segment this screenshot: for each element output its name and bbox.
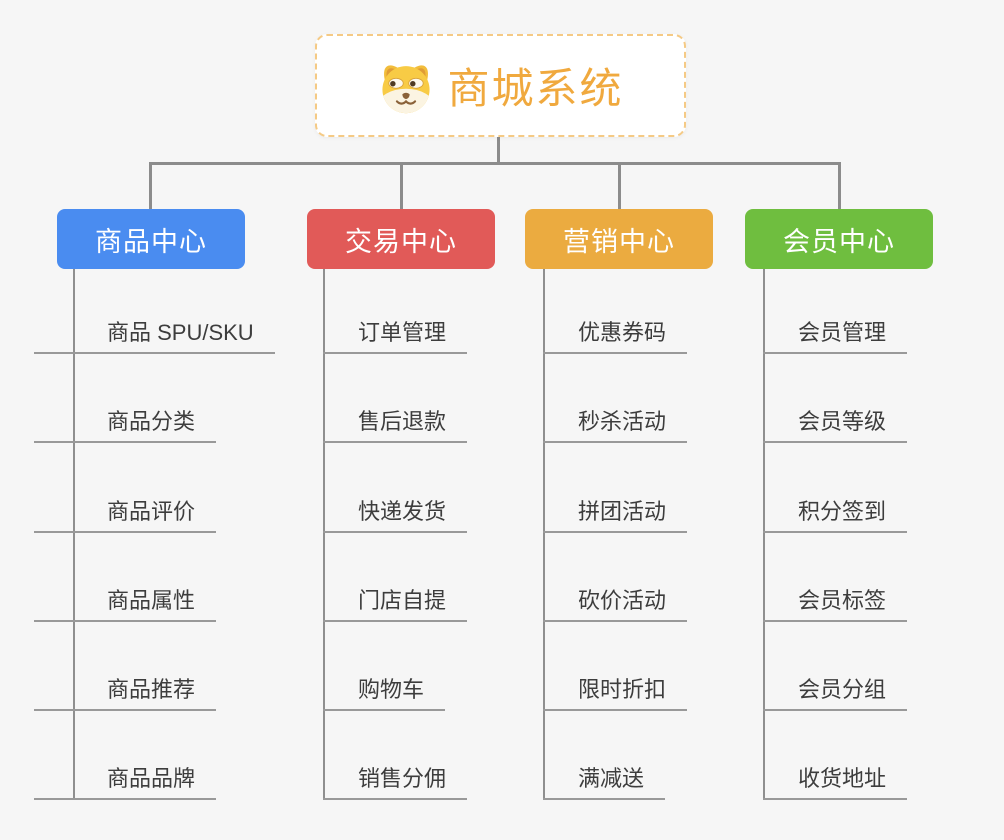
leaf-label: 会员分组 <box>798 676 887 702</box>
leaf-item[interactable]: 商品分类 <box>34 354 217 444</box>
trunk-member-center <box>763 269 765 800</box>
leaf-label: 满减送 <box>578 766 645 792</box>
trunk-trade-center <box>323 269 325 800</box>
trunk-product-center <box>73 269 75 800</box>
leaf-label: 快递发货 <box>358 498 447 524</box>
leaf-item[interactable]: 商品推荐 <box>34 622 217 711</box>
connector-drop-product <box>149 163 152 209</box>
leaf-item[interactable]: 商品属性 <box>34 533 217 622</box>
leaf-label: 商品推荐 <box>107 676 196 702</box>
root-title: 商城系统 <box>447 65 624 112</box>
leaf-column-product-center: 商品 SPU/SKU 商品分类 商品评价 商品属性 商品推荐 商品品牌 <box>34 265 275 801</box>
leaf-label: 会员等级 <box>798 409 887 435</box>
leaf-item[interactable]: 积分签到 <box>763 443 908 533</box>
leaf-label: 会员管理 <box>798 320 887 346</box>
leaf-item[interactable]: 商品评价 <box>34 443 217 533</box>
leaf-label: 售后退款 <box>358 409 447 435</box>
leaf-item[interactable]: 会员分组 <box>763 622 908 711</box>
branch-label: 商品中心 <box>95 226 207 257</box>
leaf-item[interactable]: 销售分佣 <box>323 711 468 801</box>
connector-drop-trade <box>400 163 403 209</box>
dog-face-icon <box>377 57 435 115</box>
connector-root-stem <box>497 137 500 165</box>
leaf-label: 拼团活动 <box>578 498 667 524</box>
leaf-item[interactable]: 会员等级 <box>763 354 908 444</box>
leaf-label: 销售分佣 <box>358 766 447 792</box>
leaf-item[interactable]: 砍价活动 <box>543 533 688 622</box>
leaf-label: 限时折扣 <box>578 676 667 702</box>
leaf-label: 商品品牌 <box>107 766 196 792</box>
branch-node-trade-center[interactable]: 交易中心 <box>307 209 495 269</box>
leaf-label: 优惠券码 <box>578 320 667 346</box>
leaf-label: 商品 SPU/SKU <box>107 320 254 346</box>
leaf-label: 会员标签 <box>798 587 887 613</box>
leaf-item[interactable]: 快递发货 <box>323 443 468 533</box>
leaf-column-member-center: 会员管理 会员等级 积分签到 会员标签 会员分组 收货地址 <box>763 265 908 801</box>
leaf-item[interactable]: 会员标签 <box>763 533 908 622</box>
leaf-label: 门店自提 <box>358 587 447 613</box>
leaf-label: 秒杀活动 <box>578 409 667 435</box>
leaf-label: 砍价活动 <box>578 587 667 613</box>
trunk-marketing-center <box>543 269 545 800</box>
leaf-item[interactable]: 限时折扣 <box>543 622 688 711</box>
leaf-item[interactable]: 秒杀活动 <box>543 354 688 444</box>
leaf-item[interactable]: 拼团活动 <box>543 443 688 533</box>
leaf-label: 商品属性 <box>107 587 196 613</box>
leaf-item[interactable]: 商品 SPU/SKU <box>34 265 275 355</box>
leaf-column-marketing-center: 优惠券码 秒杀活动 拼团活动 砍价活动 限时折扣 满减送 <box>543 265 688 801</box>
connector-horizontal-bar <box>149 162 841 165</box>
leaf-label: 收货地址 <box>798 766 887 792</box>
leaf-item[interactable]: 收货地址 <box>763 711 908 801</box>
leaf-item[interactable]: 售后退款 <box>323 354 468 444</box>
leaf-item[interactable]: 满减送 <box>543 711 666 801</box>
leaf-label: 商品评价 <box>107 498 196 524</box>
leaf-column-trade-center: 订单管理 售后退款 快递发货 门店自提 购物车 销售分佣 <box>323 265 468 801</box>
leaf-item[interactable]: 优惠券码 <box>543 265 688 355</box>
leaf-label: 购物车 <box>358 676 425 702</box>
branch-label: 营销中心 <box>563 226 675 257</box>
branch-node-member-center[interactable]: 会员中心 <box>745 209 933 269</box>
leaf-item[interactable]: 门店自提 <box>323 533 468 622</box>
connector-drop-marketing <box>618 163 621 209</box>
connector-drop-member <box>838 163 841 209</box>
leaf-item[interactable]: 商品品牌 <box>34 711 217 801</box>
branch-node-marketing-center[interactable]: 营销中心 <box>525 209 713 269</box>
branch-node-product-center[interactable]: 商品中心 <box>57 209 245 269</box>
leaf-item[interactable]: 订单管理 <box>323 265 468 355</box>
leaf-label: 订单管理 <box>358 320 447 346</box>
branch-label: 会员中心 <box>783 226 895 257</box>
leaf-label: 商品分类 <box>107 409 196 435</box>
leaf-item[interactable]: 会员管理 <box>763 265 908 355</box>
root-node[interactable]: 商城系统 <box>315 34 686 137</box>
leaf-label: 积分签到 <box>798 498 887 524</box>
branch-label: 交易中心 <box>345 226 457 257</box>
leaf-item[interactable]: 购物车 <box>323 622 446 711</box>
